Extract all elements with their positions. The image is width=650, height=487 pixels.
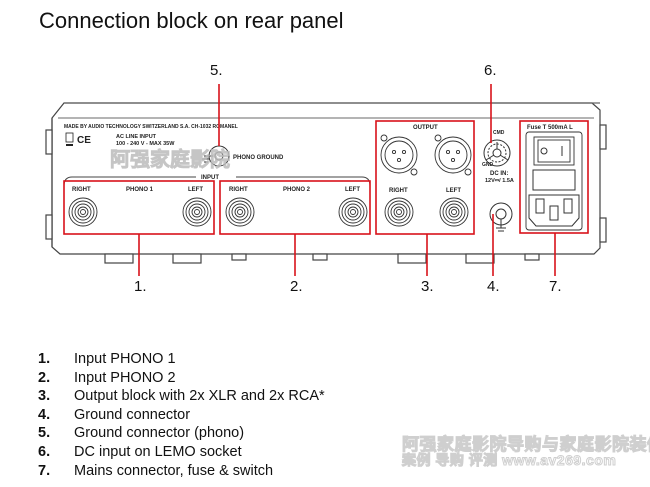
legend-number: 7. [38, 462, 51, 479]
mains-highlight [519, 120, 589, 234]
legend-text: Mains connector, fuse & switch [74, 462, 274, 479]
rear-panel-diagram: MADE BY AUDIO TECHNOLOGY SWITZERLAND S.A… [45, 84, 607, 276]
power-switch[interactable] [540, 146, 563, 156]
phono2-name-label: PHONO 2 [283, 187, 311, 193]
dc-in-spec: 12V⎓/ 1.5A [485, 178, 514, 184]
legend-number: 2. [38, 369, 51, 386]
maker-text: MADE BY AUDIO TECHNOLOGY SWITZERLAND S.A… [64, 124, 238, 130]
legend-item: 3. Output block with 2x XLR and 2x RCA* [38, 387, 325, 406]
ground-connector[interactable] [489, 202, 513, 232]
legend-item: 6. DC input on LEMO socket [38, 443, 325, 462]
legend-item: 2. Input PHONO 2 [38, 369, 325, 388]
phono1-right-label: RIGHT [72, 187, 91, 193]
legend-number: 1. [38, 351, 51, 367]
callout-7: 7. [549, 278, 562, 295]
callout-lines [138, 84, 556, 276]
watermark-line-2: 案例 导购 评测 www.av269.com [401, 452, 617, 469]
phono2-left-rca-jack[interactable] [338, 197, 368, 227]
legend-item: 1. Input PHONO 1 [38, 350, 325, 369]
phono1-right-rca-jack[interactable] [68, 197, 98, 227]
phono1-name-label: PHONO 1 [126, 187, 154, 193]
ce-mark: CE [77, 135, 91, 146]
legend-list: 1. Input PHONO 1 2. Input PHONO 2 3. Output… [38, 350, 325, 480]
dc-in-label: DC IN: [490, 171, 508, 177]
legend-text: Input PHONO 2 [74, 369, 176, 386]
legend-item: 7. Mains connector, fuse & switch [38, 462, 325, 481]
lemo-dc-socket[interactable] [483, 139, 511, 167]
output-left-label: LEFT [446, 188, 461, 194]
output-highlight [375, 120, 475, 235]
ac-line-spec: 100 - 240 V - MAX 35W [116, 141, 175, 147]
phono1-left-rca-jack[interactable] [182, 197, 212, 227]
output-right-label: RIGHT [389, 188, 408, 194]
output-left-xlr[interactable] [434, 134, 472, 176]
legend-number: 4. [38, 406, 51, 423]
legend-text: Ground connector [74, 406, 191, 423]
callout-4: 4. [487, 278, 500, 295]
input-label: INPUT [201, 175, 219, 181]
fuse-drawer[interactable] [532, 169, 576, 191]
legend-number: 3. [38, 388, 51, 405]
callout-3: 3. [421, 278, 434, 295]
iec-inlet[interactable] [528, 194, 580, 227]
callout-1: 1. [134, 278, 147, 295]
cmd-label: CMD [493, 130, 505, 136]
phono1-left-label: LEFT [188, 187, 203, 193]
legend-number: 6. [38, 443, 51, 460]
phono2-right-label: RIGHT [229, 187, 248, 193]
output-right-rca-jack[interactable] [384, 197, 414, 227]
legend-text: DC input on LEMO socket [74, 443, 242, 460]
phono-ground-label: PHONO GROUND [233, 155, 284, 161]
weee-bin-icon [65, 132, 74, 146]
legend-text: Input PHONO 1 [74, 351, 176, 367]
page-title: Connection block on rear panel [39, 8, 344, 33]
callout-6: 6. [484, 62, 497, 79]
phono-ground-connector[interactable] [202, 145, 230, 167]
output-label: OUTPUT [413, 125, 438, 131]
phono2-right-rca-jack[interactable] [225, 197, 255, 227]
legend-item: 5. Ground connector (phono) [38, 424, 325, 443]
watermark-logo: 阿强家庭影院 [110, 147, 230, 171]
callout-5: 5. [210, 62, 223, 79]
fuse-label: Fuse T 500mA L [527, 125, 573, 131]
watermark-line-1: 阿强家庭影院导购与家庭影院装修网 [402, 435, 650, 455]
ac-line-title: AC LINE INPUT [116, 134, 157, 140]
legend-item: 4. Ground connector [38, 406, 325, 425]
phono2-left-label: LEFT [345, 187, 360, 193]
gnd-label: GND [482, 162, 494, 168]
legend-number: 5. [38, 425, 51, 442]
legend-text: Output block with 2x XLR and 2x RCA* [74, 388, 325, 405]
output-right-xlr[interactable] [380, 134, 418, 176]
legend-text: Ground connector (phono) [74, 425, 245, 442]
output-left-rca-jack[interactable] [439, 197, 469, 227]
callout-2: 2. [290, 278, 303, 295]
